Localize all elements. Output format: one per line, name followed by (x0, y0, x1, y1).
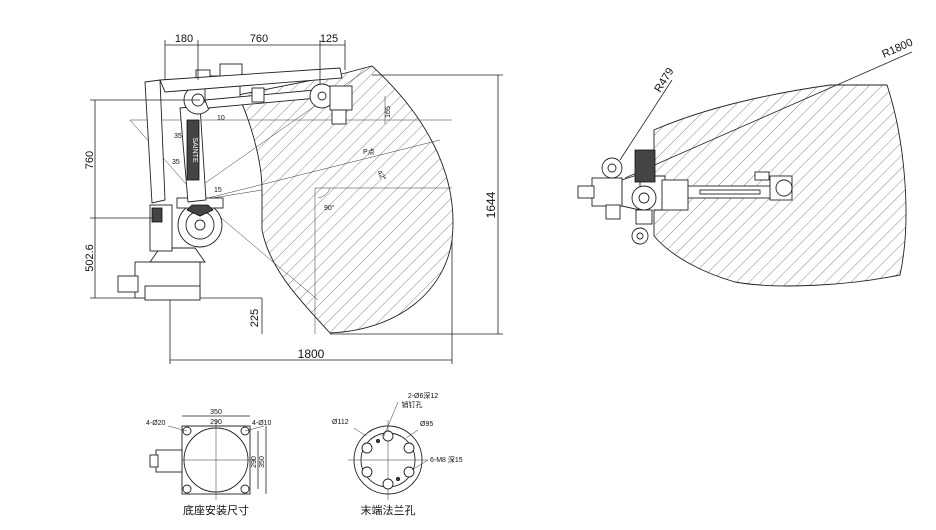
base-height-350: 350 (259, 456, 266, 468)
flange-d112: Ø112 (332, 419, 349, 426)
dim-760-left: 760 (84, 151, 96, 169)
flange-pin-hole-sub: 销钉孔 (402, 400, 423, 409)
base-width-350: 350 (210, 409, 222, 416)
top-robot (577, 149, 793, 245)
dim-1800: 1800 (298, 347, 325, 361)
dim-1644: 1644 (484, 191, 498, 218)
angle-90: 90° (324, 204, 335, 212)
flange-caption: 末端法兰孔 (361, 503, 416, 517)
dim-35-a: 35 (174, 133, 182, 140)
base-width-290: 290 (210, 419, 222, 426)
side-robot-base (117, 247, 206, 301)
base-mounting-detail: 350 290 290 350 4-Ø20 4-Ø10 底座安装尺寸 (146, 409, 272, 517)
side-workspace-envelope (237, 65, 454, 334)
base-caption: 底座安装尺寸 (183, 503, 249, 517)
dim-125: 125 (320, 33, 338, 45)
flange-pin-hole: 2-Ø6深12 (408, 391, 438, 400)
radius-1800: R1800 (880, 37, 914, 61)
dim-165: 165 (385, 106, 392, 118)
side-vertical-arm: SAINTE (144, 63, 243, 204)
dim-10: 10 (217, 115, 225, 122)
base-hole-10: 4-Ø10 (252, 420, 272, 427)
base-hole-20: 4-Ø20 (146, 420, 166, 427)
flange-hole-detail: 2-Ø6深12 销钉孔 Ø112 Ø95 6-M8 深15 末端法兰孔 (332, 391, 463, 517)
arm-brand-text: SAINTE (191, 137, 198, 163)
base-height-290: 290 (251, 456, 258, 468)
dim-35-b: 35 (172, 159, 180, 166)
dim-502-6: 502.6 (84, 244, 96, 272)
side-horizontal-arm (159, 67, 353, 125)
dim-225: 225 (249, 309, 261, 327)
top-view: R1800 R479 (577, 37, 915, 287)
side-view: SAINTE 180 760 125 760 (84, 33, 503, 364)
side-robot-body (149, 197, 224, 252)
dim-760-top: 760 (250, 33, 268, 45)
dim-15: 15 (214, 187, 222, 194)
p-point-label: P点 (363, 148, 375, 156)
flange-m8: 6-M8 深15 (430, 455, 463, 464)
flange-d95: Ø95 (420, 421, 433, 428)
dim-180: 180 (175, 33, 193, 45)
radius-479: R479 (652, 66, 676, 95)
